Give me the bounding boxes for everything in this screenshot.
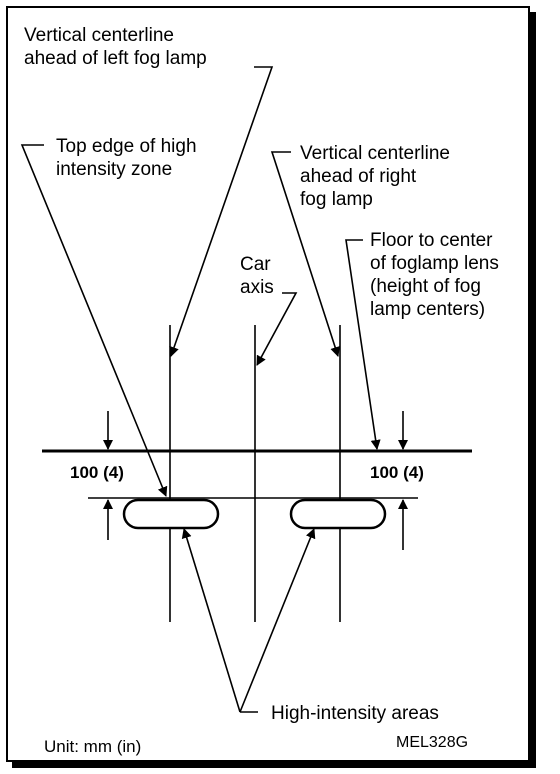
leader-high-intensity-left [181, 528, 241, 713]
leader-right-centerline [270, 151, 340, 357]
leader-top-edge [20, 144, 168, 497]
right-high-intensity-area [289, 498, 387, 530]
unit-label-clip: Unit: mm (in) [40, 737, 240, 757]
leader-floor-to-center [345, 239, 381, 450]
leader-high-intensity-right [239, 528, 316, 713]
diagram-border [6, 6, 530, 762]
border-shadow-right [530, 12, 536, 768]
unit-label: Unit: mm (in) [44, 737, 142, 756]
leader-left-centerline [169, 66, 274, 357]
border-shadow-bottom [12, 762, 536, 768]
left-high-intensity-area [122, 498, 220, 530]
label-high-intensity-areas: High-intensity areas [271, 703, 439, 724]
dimension-right: 100 (4) [370, 463, 424, 482]
leader-car-axis [256, 292, 298, 366]
dimension-left: 100 (4) [70, 463, 124, 482]
figure-code: MEL328G [396, 734, 469, 751]
